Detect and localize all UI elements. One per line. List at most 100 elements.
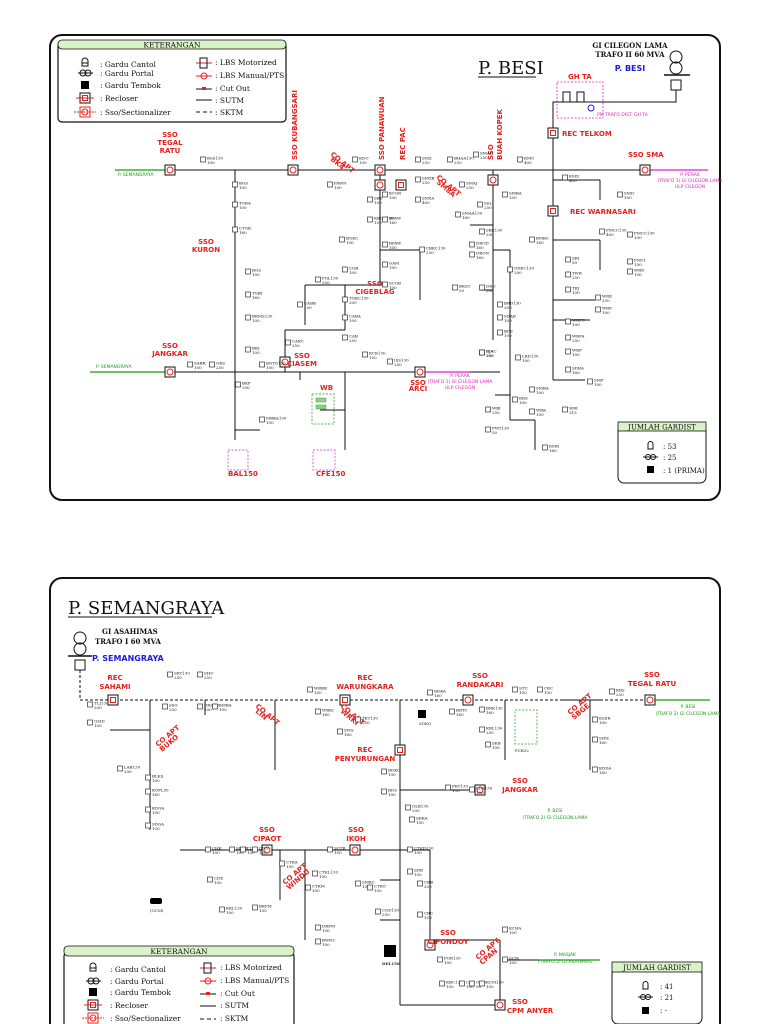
gardu-code: WRE [602, 294, 612, 299]
gardu-code: WRP [572, 348, 582, 353]
gardu-capacity: 50 [459, 288, 465, 293]
gardu-cantol-icon [497, 314, 503, 321]
gardu-cantol-icon [627, 258, 633, 265]
gardu-capacity: 400 [569, 178, 577, 183]
gardu-capacity: 200 [514, 270, 522, 275]
gardu-code: KOPL30 [152, 788, 169, 793]
gardu-cantol-icon [479, 706, 485, 713]
gardu-code: KDDA [599, 766, 611, 771]
gardu-code: TGBI [252, 291, 263, 296]
gardu-code: KSSR [599, 716, 611, 721]
sem-soko-label: SOKO [419, 721, 432, 726]
gardu-code: RDKA [434, 689, 446, 694]
besi-sso-jangkar [164, 366, 176, 378]
gardu-code: LAB130 [124, 765, 141, 770]
legend-portal-label: : Gardu Portal [100, 69, 154, 78]
gardu-capacity: 100 [492, 745, 500, 750]
gardu-capacity: 100 [349, 318, 357, 323]
gardu-cantol-icon [469, 241, 475, 248]
gardu-capacity: 100 [634, 235, 642, 240]
gardu-capacity: 100 [314, 690, 322, 695]
semangraya-network-lines [79, 670, 708, 1006]
label-sso-arci-2: ARCI [409, 385, 428, 393]
gardu-capacity: 100 [424, 915, 432, 920]
gardu-capacity: 100 [194, 365, 202, 370]
gardu-capacity: 100 [252, 272, 260, 277]
gardu-capacity: 250 [174, 675, 182, 680]
gardu-code: WRBK [314, 686, 328, 691]
gardu-cantol-icon [445, 784, 451, 791]
gardu-code: BGS [239, 181, 248, 186]
gardu-cantol-icon [381, 768, 387, 775]
gardu-code: KMR [549, 444, 560, 449]
gardist-portal-icon [643, 454, 658, 460]
sem-rec-penyurungan [394, 744, 406, 756]
gardu-code: SMZB [422, 176, 435, 181]
gardu-cantol-icon [415, 156, 421, 163]
gardu-capacity: 100 [239, 205, 247, 210]
gardu-code: KRL130 [486, 726, 503, 731]
recloser-icon [84, 999, 102, 1011]
tie-sem-besi-1b: (TRAFO 2) GI CILEGON LAMA [656, 711, 722, 717]
gardu-capacity: 100 [94, 723, 102, 728]
gardu-capacity: 250 [616, 692, 624, 697]
gardu-code: WRK [536, 408, 547, 413]
gardu-code: SMBA [219, 703, 232, 708]
gardu-capacity: 50 [476, 984, 482, 989]
besi-sso-tegal-ratu [164, 164, 176, 176]
gardu-capacity: 160 [344, 732, 352, 737]
gardu-cantol-icon [485, 741, 491, 748]
gardu-cantol-icon [565, 286, 571, 293]
legend-sktm-label: : SKTM [215, 108, 244, 117]
gardu-code: TLJ130 [94, 701, 109, 706]
sem-sso-jangkar [474, 784, 486, 796]
label-sso-ikoh-2: IKOH [346, 835, 366, 843]
gardu-cantol-icon [162, 703, 168, 710]
gardu-cantol-icon [89, 962, 97, 972]
sem-count-tembok: : - [660, 1007, 668, 1015]
gardu-cantol-icon [617, 191, 623, 198]
gardu-capacity: 100 [388, 772, 396, 777]
label-sso-cpm-anyer-2: CPM ANYER [507, 1007, 554, 1015]
label-sso-tegal-ratu-1: SSO [162, 131, 178, 139]
gardu-cantol-icon [232, 181, 238, 188]
gardu-cantol-icon [355, 716, 361, 723]
gardu-cantol-icon [352, 156, 358, 163]
gardu-code: BLKS [152, 774, 164, 779]
gardu-cantol-icon [529, 386, 535, 393]
gardu-cantol-icon [479, 726, 485, 733]
sem-legend-lbs-manual: : LBS Manual/PTS [220, 976, 289, 985]
gardu-cantol-icon [315, 938, 321, 945]
gardu-cantol-icon [240, 846, 246, 853]
gardu-code: SSL [484, 201, 492, 206]
besi-legend-title: KETERANGAN [143, 41, 201, 50]
gardu-code: CDE [214, 876, 223, 881]
label-sso-tegal-ratu-s2: TEGAL RATU [628, 680, 677, 688]
gardu-capacity: 200 [94, 705, 102, 710]
gardu-capacity: 250 [572, 275, 580, 280]
gardu-code: BKMS130 [252, 314, 273, 319]
legend-cutout-label: : Cut Out [215, 84, 250, 93]
gardu-capacity: 160 [239, 230, 247, 235]
